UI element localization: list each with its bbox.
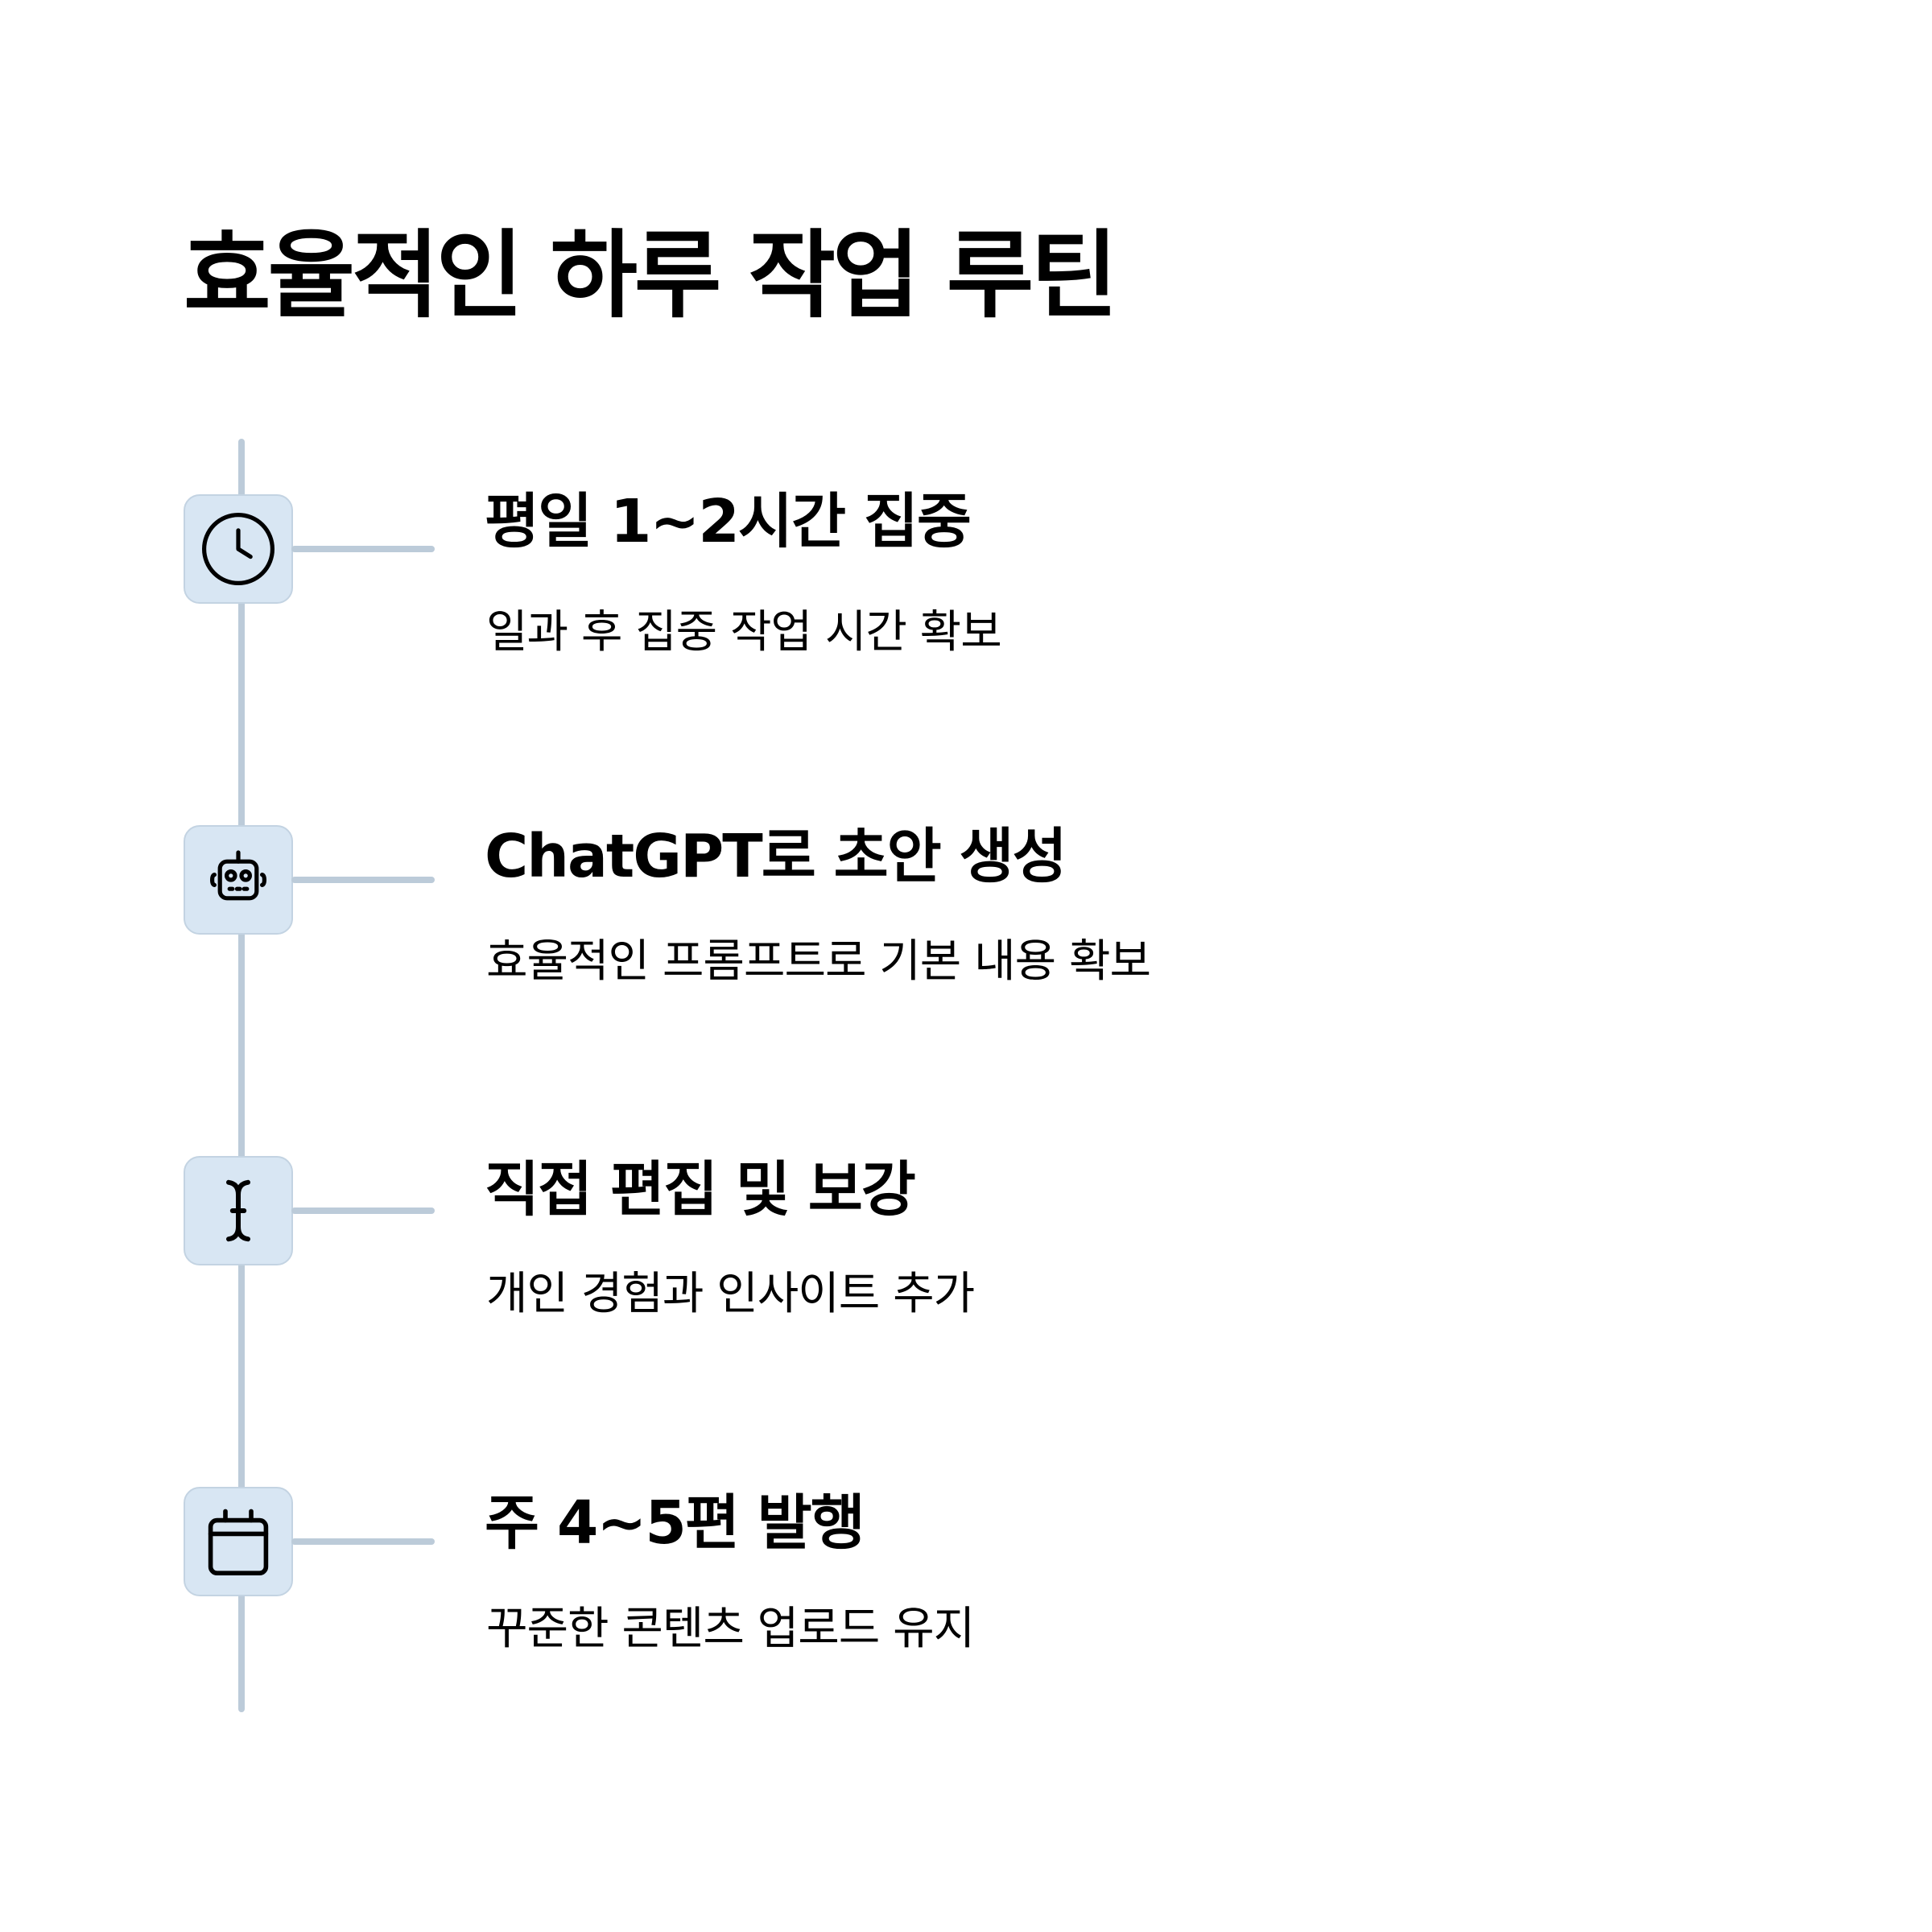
step-description: 일과 후 집중 작업 시간 확보 (486, 606, 1002, 658)
step-description: 효율적인 프롬프트로 기본 내용 확보 (486, 935, 1151, 988)
step-icon-box (184, 825, 293, 935)
step-connector (291, 546, 435, 552)
timeline-step-3: 직접 편집 및 보강 개인 경험과 인사이트 추가 (0, 0, 1932, 1320)
timeline-step-4: 주 4~5편 발행 꾸준한 콘텐츠 업로드 유지 (0, 0, 1932, 1655)
step-description: 개인 경험과 인사이트 추가 (486, 1268, 975, 1320)
step-heading: 평일 1~2시간 집중 (485, 487, 972, 556)
step-icon-box (184, 494, 293, 604)
calendar-icon (208, 1509, 269, 1575)
text-cursor-icon (226, 1179, 250, 1242)
step-icon-box (184, 1487, 293, 1596)
timeline-vertical-line (238, 439, 245, 1712)
step-connector (291, 877, 435, 883)
step-heading: ChatGPT로 초안 생성 (485, 822, 1067, 891)
step-description: 꾸준한 콘텐츠 업로드 유지 (486, 1603, 975, 1655)
step-connector (291, 1538, 435, 1545)
page-title: 효율적인 하루 작업 루틴 (184, 220, 1118, 331)
step-heading: 직접 편집 및 보강 (485, 1155, 916, 1224)
timeline-step-1: 평일 1~2시간 집중 일과 후 집중 작업 시간 확보 (0, 0, 1932, 658)
step-connector (291, 1208, 435, 1214)
clock-icon (201, 512, 275, 586)
step-icon-box (184, 1156, 293, 1265)
timeline-step-2: ChatGPT로 초안 생성 효율적인 프롬프트로 기본 내용 확보 (0, 0, 1932, 988)
robot-icon (210, 850, 266, 901)
step-heading: 주 4~5편 발행 (485, 1488, 865, 1558)
